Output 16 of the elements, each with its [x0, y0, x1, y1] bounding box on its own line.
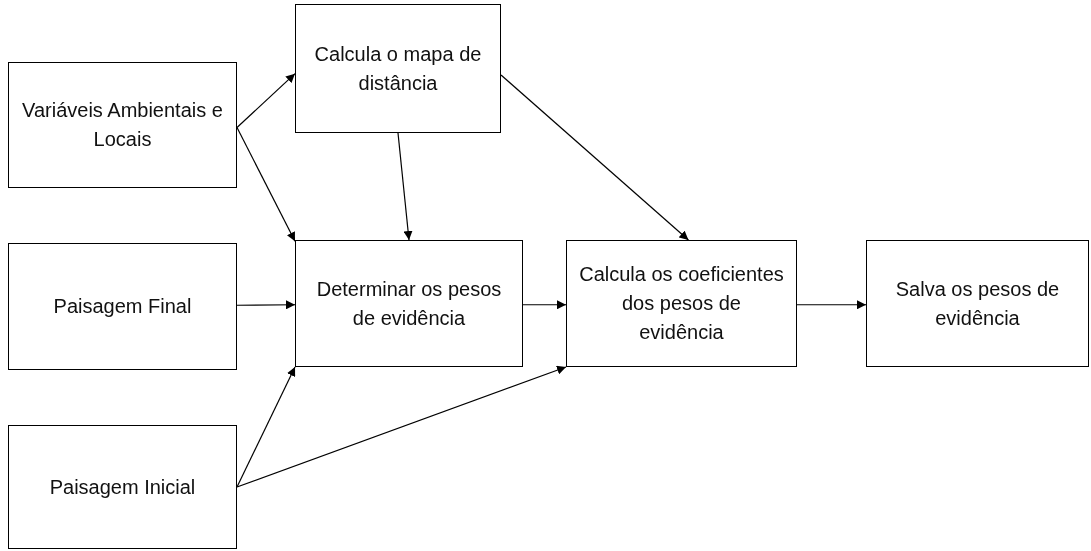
process-box: Paisagem Inicial	[8, 425, 237, 549]
arrow	[236, 126, 296, 242]
arrow	[236, 365, 567, 488]
process-box: Variáveis Ambientais e Locais	[8, 62, 237, 188]
arrow	[500, 74, 690, 241]
arrow	[522, 300, 567, 310]
arrow	[236, 300, 296, 310]
arrow	[796, 300, 867, 310]
arrow	[236, 366, 296, 488]
process-box: Paisagem Final	[8, 243, 237, 370]
process-box: Calcula o mapa de distância	[295, 4, 501, 133]
arrow	[397, 132, 413, 241]
process-box: Salva os pesos de evidência	[866, 240, 1089, 367]
process-box: Calcula os coeficientes dos pesos de evidência	[566, 240, 797, 367]
arrow	[236, 73, 296, 129]
process-box: Determinar os pesos de evidência	[295, 240, 523, 367]
